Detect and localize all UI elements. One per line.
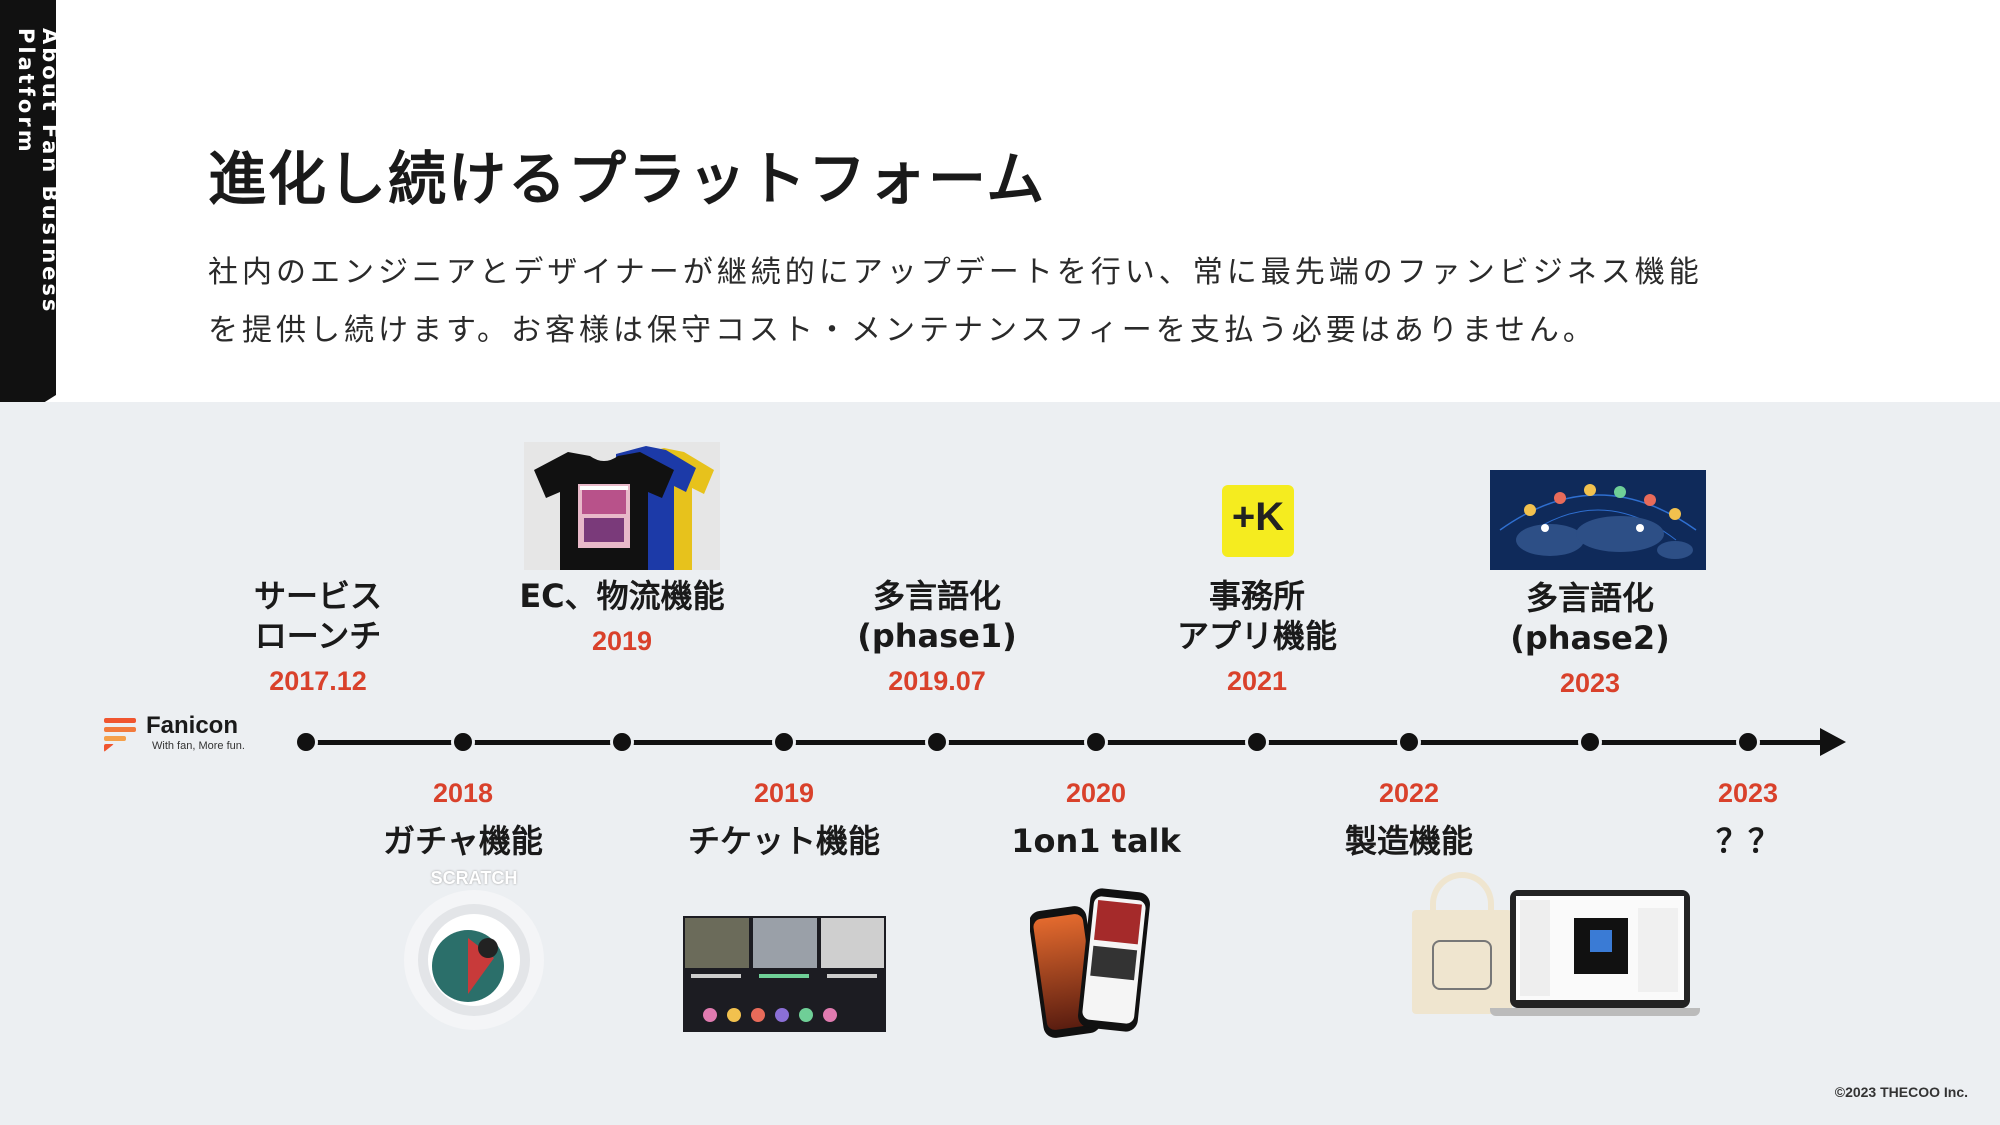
- description-line-2: を提供し続けます。お客様は保守コスト・メンテナンスフィーを支払う必要はありません…: [208, 313, 1597, 348]
- milestone-service-launch: サービス ローンチ 2017.12: [188, 576, 448, 697]
- world-map-image: [1490, 470, 1706, 570]
- tshirt-product-image: [524, 442, 720, 570]
- timeline-dot: [1397, 730, 1421, 754]
- milestone-title: 事務所 アプリ機能: [1176, 577, 1337, 655]
- milestone-date: 2022: [1378, 778, 1440, 808]
- milestone-title: サービス ローンチ: [253, 577, 382, 655]
- milestone-date: 2023: [1717, 778, 1779, 808]
- page-title: 進化し続けるプラットフォーム: [208, 145, 1047, 213]
- milestone-title: 多言語化 (phase1): [857, 577, 1017, 655]
- timeline-dot: [1736, 730, 1760, 754]
- gacha-scratch-image: SCRATCH: [384, 868, 564, 1048]
- ticket-feature-image: [683, 916, 886, 1032]
- timeline-axis: [305, 740, 1827, 745]
- milestone-date: 2018: [432, 778, 494, 808]
- timeline-dot: [1245, 730, 1269, 754]
- side-tab-label: About Fan Business Platform: [14, 28, 62, 315]
- description: 社内のエンジニアとデザイナーが継続的にアップデートを行い、常に最先端のファンビジ…: [208, 244, 1858, 360]
- milestone-ec-logistics: EC、物流機能 2019: [492, 576, 752, 657]
- side-tab: About Fan Business Platform: [0, 0, 56, 430]
- milestone-manufacturing: 2022 製造機能: [1279, 778, 1539, 861]
- milestone-date: 2023: [1559, 668, 1621, 698]
- timeline-dot: [294, 730, 318, 754]
- milestone-gacha: 2018 ガチャ機能: [333, 778, 593, 861]
- milestone-date: 2019: [591, 626, 653, 656]
- description-line-1: 社内のエンジニアとデザイナーが継続的にアップデートを行い、常に最先端のファンビジ…: [208, 255, 1703, 290]
- brand-tagline: With fan, More fun.: [152, 740, 245, 752]
- timeline-dot: [925, 730, 949, 754]
- milestone-title: チケット機能: [687, 822, 880, 860]
- milestone-title: EC、物流機能: [519, 577, 725, 615]
- timeline-arrow-icon: [1820, 728, 1846, 756]
- milestone-title: 多言語化 (phase2): [1510, 579, 1670, 657]
- app-logo-text: +K: [1231, 495, 1285, 539]
- manufacturing-image: [1410, 866, 1700, 1026]
- timeline-dot: [451, 730, 475, 754]
- brand-name: Fanicon: [146, 712, 239, 739]
- agency-app-logo: +K: [1222, 485, 1294, 557]
- milestone-ticket: 2019 チケット機能: [654, 778, 914, 861]
- timeline-dot: [772, 730, 796, 754]
- milestone-title: 製造機能: [1344, 822, 1473, 860]
- timeline-dot: [610, 730, 634, 754]
- milestone-title: ガチャ機能: [383, 822, 543, 860]
- 1on1-talk-phones-image: [1030, 884, 1160, 1044]
- copyright: ©2023 THECOO Inc.: [1834, 1084, 1968, 1100]
- milestone-date: 2021: [1226, 666, 1288, 696]
- milestone-multilingual-phase2: 多言語化 (phase2) 2023: [1460, 578, 1720, 699]
- milestone-date: 2020: [1065, 778, 1127, 808]
- milestone-date: 2017.12: [269, 666, 367, 696]
- gacha-scratch-label: SCRATCH: [430, 868, 518, 888]
- fanicon-logo: Fanicon With fan, More fun.: [104, 712, 264, 754]
- fanicon-mark-icon: [104, 716, 138, 752]
- timeline-dot: [1578, 730, 1602, 754]
- milestone-date: 2019: [753, 778, 815, 808]
- milestone-future: 2023 ？？: [1618, 778, 1878, 861]
- milestone-title: ？？: [1715, 822, 1780, 860]
- milestone-title: 1on1 talk: [1011, 822, 1181, 860]
- milestone-1on1-talk: 2020 1on1 talk: [966, 778, 1226, 861]
- milestone-agency-app: 事務所 アプリ機能 2021: [1127, 576, 1387, 697]
- timeline-dot: [1084, 730, 1108, 754]
- milestone-date: 2019.07: [888, 666, 986, 696]
- milestone-multilingual-phase1: 多言語化 (phase1) 2019.07: [807, 576, 1067, 697]
